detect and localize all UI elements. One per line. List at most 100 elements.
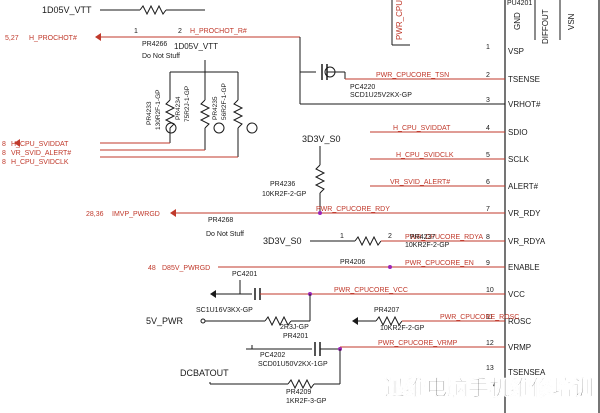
resistor-pr4207 xyxy=(375,315,403,327)
ic-pin-number: 7 xyxy=(486,206,490,213)
ic-pin-number: 8 xyxy=(486,234,490,241)
pr4207-value: 10KR2F-2-GP xyxy=(380,325,425,332)
net-cpucore-rosc: PWR_CPUCORE_ROSC xyxy=(440,314,519,321)
pr4209-ref: PR4209 xyxy=(286,389,311,396)
ic-pin-name: VRHOT# xyxy=(508,100,541,109)
net-prochot-r: H_PROCHOT_R# xyxy=(190,28,247,35)
watermark-text: 迅维电脑手机维修培训 xyxy=(384,376,594,400)
ic-pin-name: TSENSE xyxy=(508,75,540,84)
resistor-top xyxy=(139,4,167,16)
pin-num: 1 xyxy=(134,28,138,35)
junction-dot xyxy=(388,265,392,269)
rail-1d05v-pullup: 1D05V_VTT xyxy=(174,42,218,51)
pr4206-ref: PR4206 xyxy=(340,259,365,266)
ic-pin-name: VR_RDYA xyxy=(508,237,546,246)
pr4266-ref: PR4266 xyxy=(142,41,167,48)
resistor-pr4209 xyxy=(287,378,315,390)
pr4233-ref: PR4233 xyxy=(146,101,153,125)
net-cpucore-vcc: PWR_CPUCORE_VCC xyxy=(334,287,408,294)
stuff-symbol-icon xyxy=(165,122,177,134)
pr4235-ref: PR4235 xyxy=(212,96,219,120)
offpage-arrow-prochot xyxy=(95,33,101,41)
ic-top-label-diffout: DIFFOUT xyxy=(541,9,550,44)
pc4220-value: SCD1U25V2KX-GP xyxy=(350,92,412,99)
ic-pin-name: VRMP xyxy=(508,343,531,352)
offpage-ref-svidalert: 8 xyxy=(2,150,6,157)
offpage-svidalert: VR_SVID_ALERT# xyxy=(11,150,71,157)
pr4209-value: 1KR2F-3-GP xyxy=(286,398,327,405)
ic-pin-number: 1 xyxy=(486,44,490,51)
pr4207-ref: PR4207 xyxy=(374,307,399,314)
rail-1d05v-top: 1D05V_VTT xyxy=(42,5,92,15)
ground-symbol-icon xyxy=(352,317,358,325)
ic-pin-name: ALERT# xyxy=(508,182,539,191)
connector-dot xyxy=(200,318,206,324)
resistor-pr4234 xyxy=(199,99,211,129)
net-cpucore-tsn: PWR_CPUCORE_TSN xyxy=(376,72,449,79)
offpage-prochot: H_PROCHOT# xyxy=(29,35,77,42)
ic-pin-name: SDIO xyxy=(508,128,528,137)
offpage-ref-prochot: 5,27 xyxy=(5,35,19,42)
net-cpucore-vrmp: PWR_CPUCORE_VRMP xyxy=(378,340,458,347)
offpage-d85v: D85V_PWRGD xyxy=(162,265,210,272)
pr4236-ref: PR4236 xyxy=(270,181,295,188)
pr4268-ref: PR4268 xyxy=(208,217,233,224)
ic-body xyxy=(504,0,600,413)
ic-pin-number: 3 xyxy=(486,97,490,104)
pr4235-value: 56R2F-1-GP xyxy=(221,83,228,120)
pr4237-value: 10KR2F-2-GP xyxy=(405,242,450,249)
pr4237-ref: PR4237 xyxy=(410,234,435,241)
ic-pin-number: 10 xyxy=(486,287,494,294)
rail-5v-pwr: 5V_PWR xyxy=(146,316,184,326)
ground-symbol-icon xyxy=(299,71,306,78)
offpage-ref-svidclk: 8 xyxy=(2,159,6,166)
pr4266-note: Do Not Stuff xyxy=(142,53,180,60)
net-svid-alert: VR_SVID_ALERT# xyxy=(390,179,450,186)
pr4233-value: 130R2F-1-GP xyxy=(155,90,162,130)
offpage-ref-sviddat: 8 xyxy=(2,141,6,148)
junction-dot xyxy=(318,211,322,215)
ic-ref: PU4201 xyxy=(507,0,532,7)
pin-num: 2 xyxy=(388,233,392,240)
offpage-ref-d85v: 48 xyxy=(148,265,156,272)
ground-symbol-icon xyxy=(210,290,216,298)
net-cpucore-en: PWR_CPUCORE_EN xyxy=(405,260,474,267)
resistor-pr4235 xyxy=(232,99,244,129)
ic-pin-name: VSP xyxy=(508,47,524,56)
ic-pin-number: 2 xyxy=(486,72,490,79)
ic-pin-number: 5 xyxy=(486,152,490,159)
ic-pin-number: 11 xyxy=(486,314,493,321)
rail-3d3v-top: 3D3V_S0 xyxy=(302,134,341,144)
pr4201-value: 2R3J-GP xyxy=(280,324,309,331)
ic-pin-number: 4 xyxy=(486,125,490,132)
pr4201-ref: PR4201 xyxy=(283,333,308,340)
offpage-svidclk: H_CPU_SVIDCLK xyxy=(11,159,69,166)
pin-num: 1 xyxy=(340,233,344,240)
stuff-symbol-icon xyxy=(324,66,336,78)
offpage-arrow-imvp xyxy=(170,209,176,217)
ic-pin-name: VR_RDY xyxy=(508,209,541,218)
ic-pin-number: 6 xyxy=(486,179,490,186)
ground-symbol-icon xyxy=(246,345,253,350)
offpage-ref-imvp: 28,36 xyxy=(86,211,104,218)
pr4234-ref: PR4234 xyxy=(175,96,182,120)
resistor-pr4201 xyxy=(264,315,292,327)
pc4202-value: SCD01U50V2KX-1GP xyxy=(258,361,328,368)
resistor-pr4237 xyxy=(354,235,382,247)
rail-3d3v-left: 3D3V_S0 xyxy=(263,236,302,246)
ic-pin-number: 9 xyxy=(486,260,490,267)
pc4220-ref: PC4220 xyxy=(350,84,375,91)
stuff-symbol-icon xyxy=(246,122,258,134)
ic-pin-name: ROSC xyxy=(508,317,531,326)
pc4202-ref: PC4202 xyxy=(260,352,285,359)
ic-pin-name: VCC xyxy=(508,290,525,299)
net-svid-dat: H_CPU_SVIDDAT xyxy=(393,125,451,132)
resistor-pr4236 xyxy=(314,164,326,194)
net-label-pwr-cpu-top: PWR_CPU xyxy=(395,0,404,40)
ic-pin-number: 12 xyxy=(486,340,494,347)
pin-num: 2 xyxy=(178,28,182,35)
pr4236-value: 10KR2F-2-GP xyxy=(262,191,307,198)
net-cpucore-rdy: PWR_CPUCORE_RDY xyxy=(316,206,390,213)
